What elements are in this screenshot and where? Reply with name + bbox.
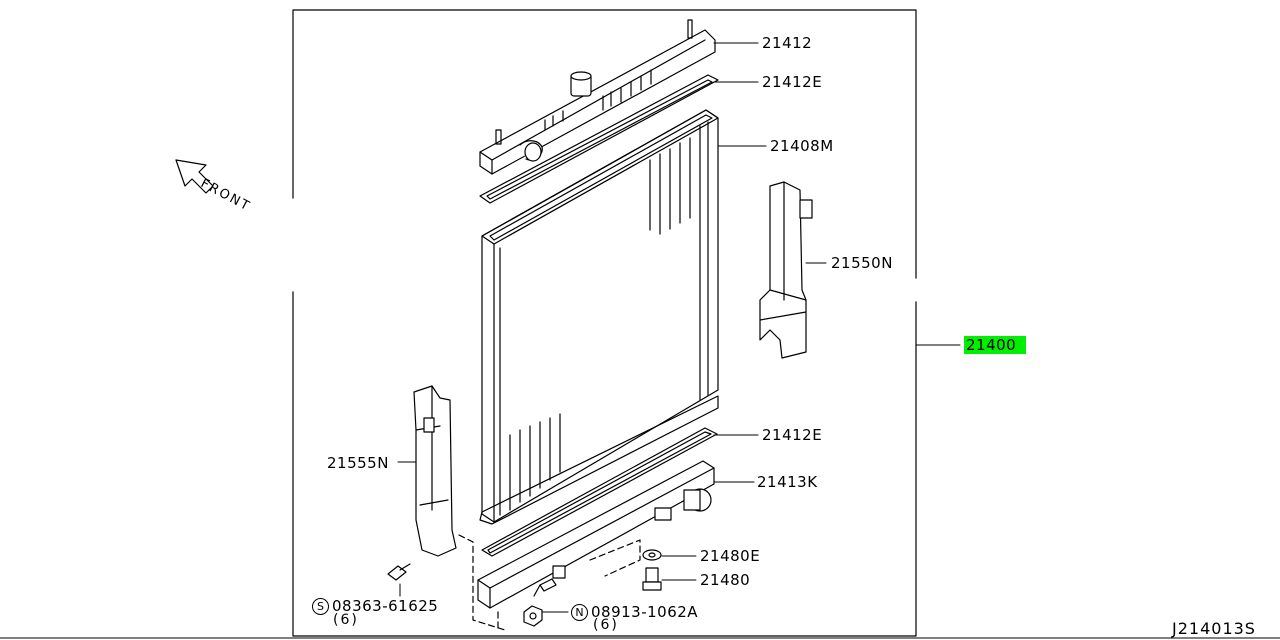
- nut-08913-icon: [523, 605, 543, 627]
- part-label-21413K[interactable]: 21413K: [757, 473, 818, 491]
- part-label-21480[interactable]: 21480: [700, 571, 751, 589]
- fastener-qty: (6): [593, 617, 619, 633]
- assembly-frame: [291, 9, 918, 637]
- radiator-core: [479, 109, 719, 525]
- upper-seal: [479, 74, 719, 204]
- part-label-21408M[interactable]: 21408M: [770, 137, 834, 155]
- fastener-number: 08363-61625: [332, 597, 439, 615]
- bolt-08363-icon: [387, 563, 411, 581]
- lower-tank: [477, 460, 715, 609]
- fastener-number: 08913-1062A: [591, 603, 699, 621]
- part-label-21412E-upper[interactable]: 21412E: [762, 73, 823, 91]
- fastener-prefix-s: S: [312, 598, 329, 615]
- part-label-21400-text: 21400: [964, 336, 1027, 354]
- part-label-21400[interactable]: 21400: [964, 336, 1027, 354]
- part-label-21550N[interactable]: 21550N: [831, 254, 893, 272]
- leader-lines: [397, 42, 961, 613]
- upper-tank: [479, 19, 716, 175]
- part-label-21412[interactable]: 21412: [762, 34, 813, 52]
- guide-lines: [458, 534, 641, 631]
- bolt-21480-icon: [642, 567, 662, 591]
- fastener-prefix-n: N: [571, 604, 588, 621]
- front-arrow-icon: [175, 159, 214, 194]
- diagram-code: J214013S: [1172, 619, 1256, 638]
- part-label-21480E[interactable]: 21480E: [700, 547, 761, 565]
- lower-seal: [481, 427, 718, 557]
- part-label-21412E-lower[interactable]: 21412E: [762, 426, 823, 444]
- washer-21480E-icon: [642, 549, 662, 561]
- left-air-guide: [413, 385, 457, 557]
- right-air-guide: [759, 181, 813, 359]
- fastener-qty: (6): [333, 612, 359, 628]
- part-label-21555N[interactable]: 21555N: [327, 454, 389, 472]
